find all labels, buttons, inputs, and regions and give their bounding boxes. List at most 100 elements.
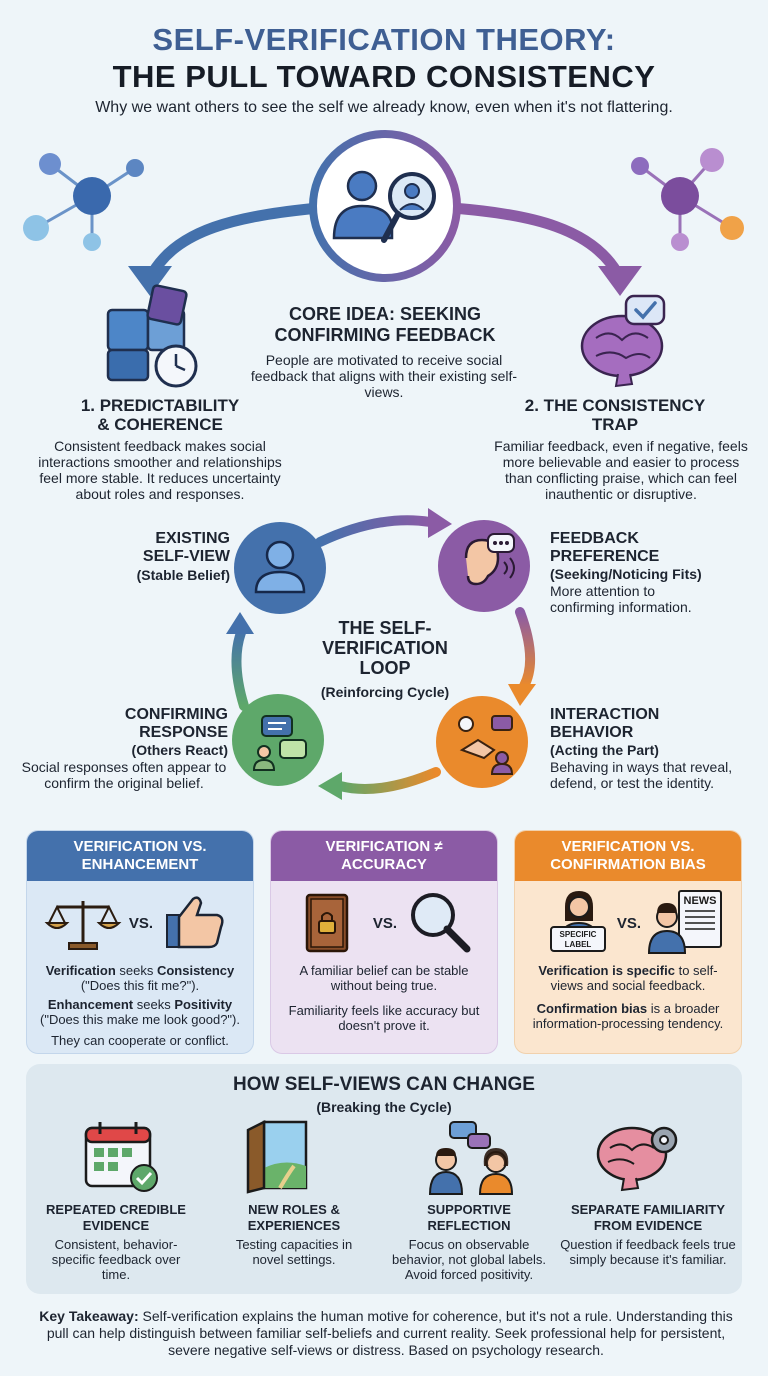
calendar-check-icon (84, 1122, 158, 1192)
chat-people-icon (252, 715, 307, 771)
change-item-1-head-line2: EVIDENCE (82, 1218, 150, 1233)
enhancement-p2-bold1: Enhancement (47, 997, 134, 1012)
ear-speech-icon (464, 533, 515, 586)
confirmation-p1-bold1: Verification (538, 963, 609, 978)
change-item-2-head-line2: EXPERIENCES (247, 1218, 341, 1233)
interaction-text: Behaving in ways that reveal, defend, or… (550, 759, 733, 791)
key-takeaway-label: Key Takeaway: (39, 1308, 139, 1324)
locked-book-icon (305, 893, 349, 953)
enhancement-head-line2: ENHANCEMENT (81, 856, 199, 873)
confirmation-head-line1: VERIFICATION VS. (561, 838, 695, 855)
confirmation-p1-mid: is (608, 963, 627, 978)
puzzle-clock-icon (106, 284, 198, 388)
confirmation-p2-bold: Confirmation bias (536, 1001, 648, 1016)
confirmation-body: Verification is specific to self-views a… (515, 963, 741, 1031)
core-idea-text: People are motivated to receive social f… (250, 352, 518, 400)
enhancement-body: Verification seeks Consistency ("Does th… (27, 963, 253, 1048)
change-item-4: SEPARATE FAMILIARITY FROM EVIDENCE Quest… (560, 1202, 736, 1267)
enhancement-p2-rest: ("Does this make me look good?"). (40, 1012, 240, 1027)
loop-title: THE SELF- VERIFICATION LOOP (300, 618, 470, 678)
loop-title-line1: THE SELF- (338, 618, 432, 638)
confirming-response-label: CONFIRMING RESPONSE (Others React) Socia… (16, 706, 232, 791)
accuracy-p2: Familiarity feels like accuracy but does… (288, 1003, 480, 1033)
change-item-3-text: Focus on observable behavior, not global… (392, 1237, 546, 1282)
top-diagram-graphics (23, 130, 744, 388)
confirmation-head-line2: CONFIRMATION BIAS (550, 856, 706, 873)
card-enhancement-head: VERIFICATION VS.ENHANCEMENT (27, 831, 253, 881)
loop-graphics (226, 508, 536, 800)
enhancement-p2-mid: seeks (133, 997, 175, 1012)
loop-title-line2: VERIFICATION (322, 638, 448, 658)
confirmation-p1-rest: to self-views and social feedback. (550, 963, 718, 993)
confirming-line2: RESPONSE (139, 724, 228, 741)
change-subtitle: (Breaking the Cycle) (316, 1099, 452, 1115)
change-item-1: REPEATED CREDIBLE EVIDENCE Consistent, b… (32, 1202, 200, 1282)
person-magnifier-icon (332, 170, 436, 243)
confirmation-p1-bold2: specific (626, 963, 675, 978)
change-item-4-text: Question if feedback feels true simply b… (560, 1237, 736, 1267)
scales-icon (44, 901, 122, 950)
feedback-line2: PREFERENCE (550, 548, 660, 565)
predictability-text: Consistent feedback makes social interac… (38, 438, 282, 502)
confirming-sub: (Others React) (131, 742, 228, 758)
change-icons (84, 1119, 678, 1195)
enhancement-p1-mid: seeks (115, 963, 157, 978)
consistency-trap-heading-line2: TRAP (591, 415, 639, 434)
thumbs-up-icon (166, 896, 224, 949)
handshake-icon (458, 715, 514, 775)
book-magnifier-graphic (305, 893, 471, 953)
accuracy-head-line1: VERIFICATION ≠ (325, 838, 443, 855)
existing-sub: (Stable Belief) (136, 567, 230, 583)
accuracy-vs-label: VS. (372, 915, 398, 932)
predictability-heading-line2: & COHERENCE (97, 415, 223, 434)
change-item-1-head-line1: REPEATED CREDIBLE (46, 1202, 186, 1217)
feedback-text: More attention to confirming information… (550, 583, 692, 615)
loop-subtitle: (Reinforcing Cycle) (320, 684, 450, 700)
feedback-sub: (Seeking/Noticing Fits) (550, 566, 702, 582)
supportive-people-icon (428, 1121, 514, 1195)
specific-label-text-line1: SPECIFIC (560, 930, 597, 939)
man-newspaper-icon (647, 890, 722, 954)
change-item-2: NEW ROLES & EXPERIENCES Testing capaciti… (210, 1202, 378, 1267)
enhancement-p2-bold2: Positivity (174, 997, 233, 1012)
brain-gear-icon (596, 1126, 678, 1192)
core-idea-circle (309, 130, 461, 282)
feedback-preference-label: FEEDBACK PREFERENCE (Seeking/Noticing Fi… (550, 530, 750, 615)
card-verification-not-accuracy: VERIFICATION ≠ACCURACY VS. A familiar be… (270, 830, 498, 1054)
enhancement-vs-label: VS. (128, 915, 154, 932)
accuracy-p1: A familiar belief can be stable without … (299, 963, 469, 993)
change-item-2-head-line1: NEW ROLES & (248, 1202, 340, 1217)
confirmation-p2-rest: is a broader information-processing tend… (532, 1001, 724, 1031)
existing-line2: SELF-VIEW (142, 548, 230, 565)
key-takeaway-text: Self-verification explains the human mot… (46, 1308, 733, 1358)
consistency-trap-text: Familiar feedback, even if negative, fee… (494, 438, 748, 502)
core-idea-heading: CORE IDEA: SEEKING CONFIRMING FEEDBACK (230, 304, 540, 346)
confirmation-vs-label: VS. (616, 915, 642, 932)
change-item-4-head-line2: FROM EVIDENCE (593, 1218, 703, 1233)
magnifier-icon (411, 893, 471, 953)
specific-label-text-line2: LABEL (565, 940, 592, 949)
feedback-line1: FEEDBACK (550, 530, 639, 547)
confirming-response-circle (232, 694, 324, 786)
accuracy-body: A familiar belief can be stable without … (271, 963, 497, 1033)
enhancement-p1-bold2: Consistency (156, 963, 235, 978)
change-item-1-text: Consistent, behavior-specific feedback o… (51, 1237, 181, 1282)
page-subtitle: Why we want others to see the self we al… (95, 99, 673, 116)
predictability-heading: 1. PREDICTABILITY & COHERENCE (40, 396, 280, 434)
consistency-trap-heading-line1: 2. THE CONSISTENCY (524, 396, 706, 415)
confirming-line1: CONFIRMING (124, 706, 228, 723)
change-item-3-head-line1: SUPPORTIVE (427, 1202, 511, 1217)
change-item-2-text: Testing capacities in novel settings. (235, 1237, 353, 1267)
page-title-line2: THE PULL TOWARD CONSISTENCY (112, 59, 656, 94)
core-idea-heading-line1: CORE IDEA: SEEKING (288, 304, 482, 324)
interaction-line2: BEHAVIOR (550, 724, 634, 741)
change-item-4-head-line1: SEPARATE FAMILIARITY (570, 1202, 726, 1217)
existing-self-view-label: EXISTING SELF-VIEW (Stable Belief) (110, 530, 230, 584)
network-left-icon (23, 153, 144, 251)
enhancement-p1-bold1: Verification (45, 963, 116, 978)
news-text: NEWS (684, 895, 717, 907)
interaction-line1: INTERACTION (550, 706, 660, 723)
brain-check-icon (580, 294, 666, 388)
page-title-line1: SELF-VERIFICATION THEORY: (152, 22, 616, 57)
accuracy-head-line2: ACCURACY (341, 856, 427, 873)
